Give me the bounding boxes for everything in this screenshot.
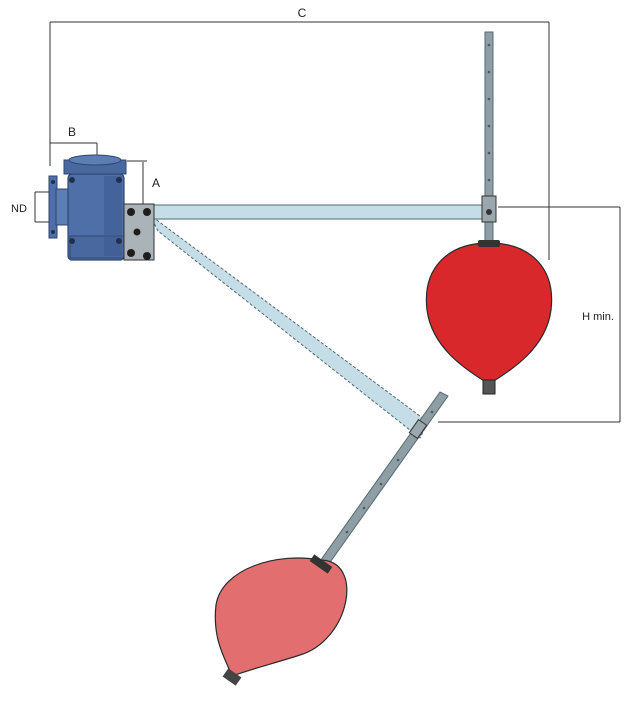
valve-bolts <box>51 177 122 244</box>
label-c: C <box>298 6 307 20</box>
dimension-lines <box>34 21 621 423</box>
dim-nd-line <box>34 191 50 223</box>
float-ball-lower-icon <box>214 554 348 686</box>
upper-float-top-fitting <box>478 240 500 247</box>
lower-arm <box>149 214 449 569</box>
upper-float-body <box>425 242 553 385</box>
lower-float-top-fitting <box>309 554 333 574</box>
lower-float-body <box>214 557 348 677</box>
upper-arm-clamp-bolt <box>486 209 492 215</box>
label-b: B <box>68 125 76 139</box>
valve-top-dome <box>68 154 122 166</box>
valve-shading <box>104 176 122 256</box>
upper-rod-holes <box>487 43 491 182</box>
lower-float-rod <box>317 391 449 569</box>
upper-float-rod-group <box>481 31 497 245</box>
lower-rod-holes <box>345 410 434 534</box>
label-nd: ND <box>11 203 27 215</box>
float-valve-body-icon <box>48 154 155 261</box>
upper-arm <box>149 204 491 220</box>
label-h-min: H min. <box>582 311 614 323</box>
lower-float-bottom-fitting <box>222 668 242 686</box>
valve-pivot-bolts <box>127 208 151 260</box>
dim-c-line <box>49 21 550 260</box>
dim-h-line <box>438 206 621 423</box>
upper-float-bottom-fitting <box>482 379 496 395</box>
lower-arm-bar <box>149 214 429 439</box>
float-ball-upper-icon <box>425 240 553 395</box>
lower-arm-clamp <box>408 418 428 440</box>
label-a: A <box>152 176 160 190</box>
